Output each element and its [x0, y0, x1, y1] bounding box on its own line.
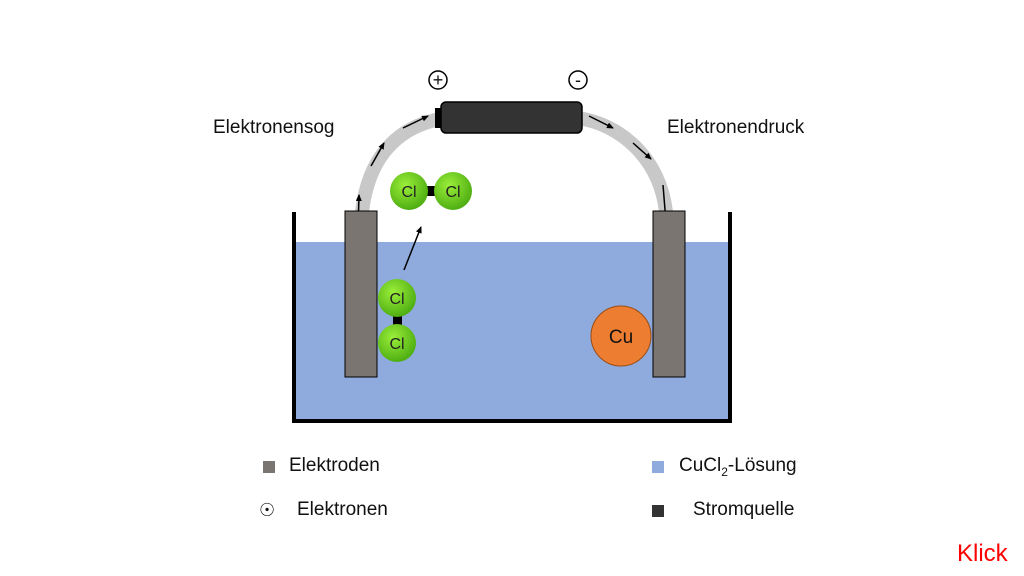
next-click-link[interactable]: Klick	[957, 540, 1008, 567]
label-elektronensog: Elektronensog	[213, 117, 334, 138]
svg-text:-: -	[575, 70, 581, 90]
cathode-electrode	[652, 210, 686, 378]
beaker	[292, 212, 732, 423]
svg-text:+: +	[433, 70, 444, 90]
minus-symbol: -	[568, 70, 588, 90]
legend-power-source-swatch	[652, 505, 664, 517]
legend-solution-swatch	[652, 461, 664, 473]
wire	[355, 111, 673, 213]
chlorine-molecule-gas: Cl Cl	[390, 172, 472, 210]
chlorine-atom-label: Cl	[389, 336, 404, 353]
copper-atom-label: Cu	[609, 327, 633, 348]
plus-symbol: +	[428, 70, 448, 90]
power-source-terminal	[435, 108, 443, 128]
legend-electron-icon: ☉	[259, 500, 276, 520]
chlorine-atom-label: Cl	[445, 184, 460, 201]
legend-power-source-label: Stromquelle	[693, 499, 795, 520]
legend-electrode-swatch	[263, 461, 275, 473]
legend-electrons-label: Elektronen	[297, 499, 388, 520]
legend-electrodes-label: Elektroden	[289, 455, 380, 476]
chlorine-atom-label: Cl	[389, 291, 404, 308]
chlorine-molecule-anode: Cl Cl	[378, 279, 416, 362]
anode-electrode	[344, 210, 378, 378]
power-source	[440, 101, 583, 134]
chlorine-atom-label: Cl	[401, 184, 416, 201]
label-elektronendruck: Elektronendruck	[667, 117, 805, 138]
copper-atom: Cu	[590, 305, 652, 367]
legend-solution-label: CuCl2-Lösung	[679, 455, 797, 479]
